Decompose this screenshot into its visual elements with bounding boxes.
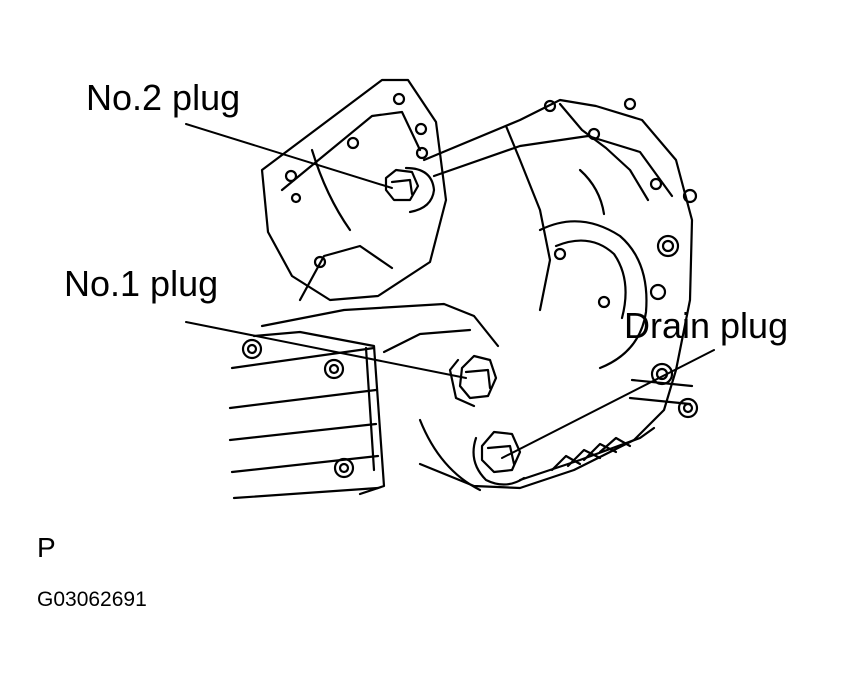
axle-tube [228,346,380,500]
side-bolts [628,188,699,419]
housing-flange [241,302,500,496]
no1-plug-bolt [448,354,498,408]
drain-plug-bolt [472,430,526,486]
no1-leader-line [185,321,467,379]
no2-plug-label: No.2 plug [86,77,241,118]
mounting-bracket [260,78,448,302]
figure-code: G03062691 [37,588,147,611]
bottom-ribs [518,426,656,482]
drain-plug-label: Drain plug [624,305,789,346]
view-marker: P [37,532,56,563]
no2-leader-line [185,123,393,189]
no2-plug-bolt [384,166,436,214]
no1-plug-label: No.1 plug [64,263,219,304]
carrier-housing [418,97,694,490]
drain-leader-line [501,349,715,459]
